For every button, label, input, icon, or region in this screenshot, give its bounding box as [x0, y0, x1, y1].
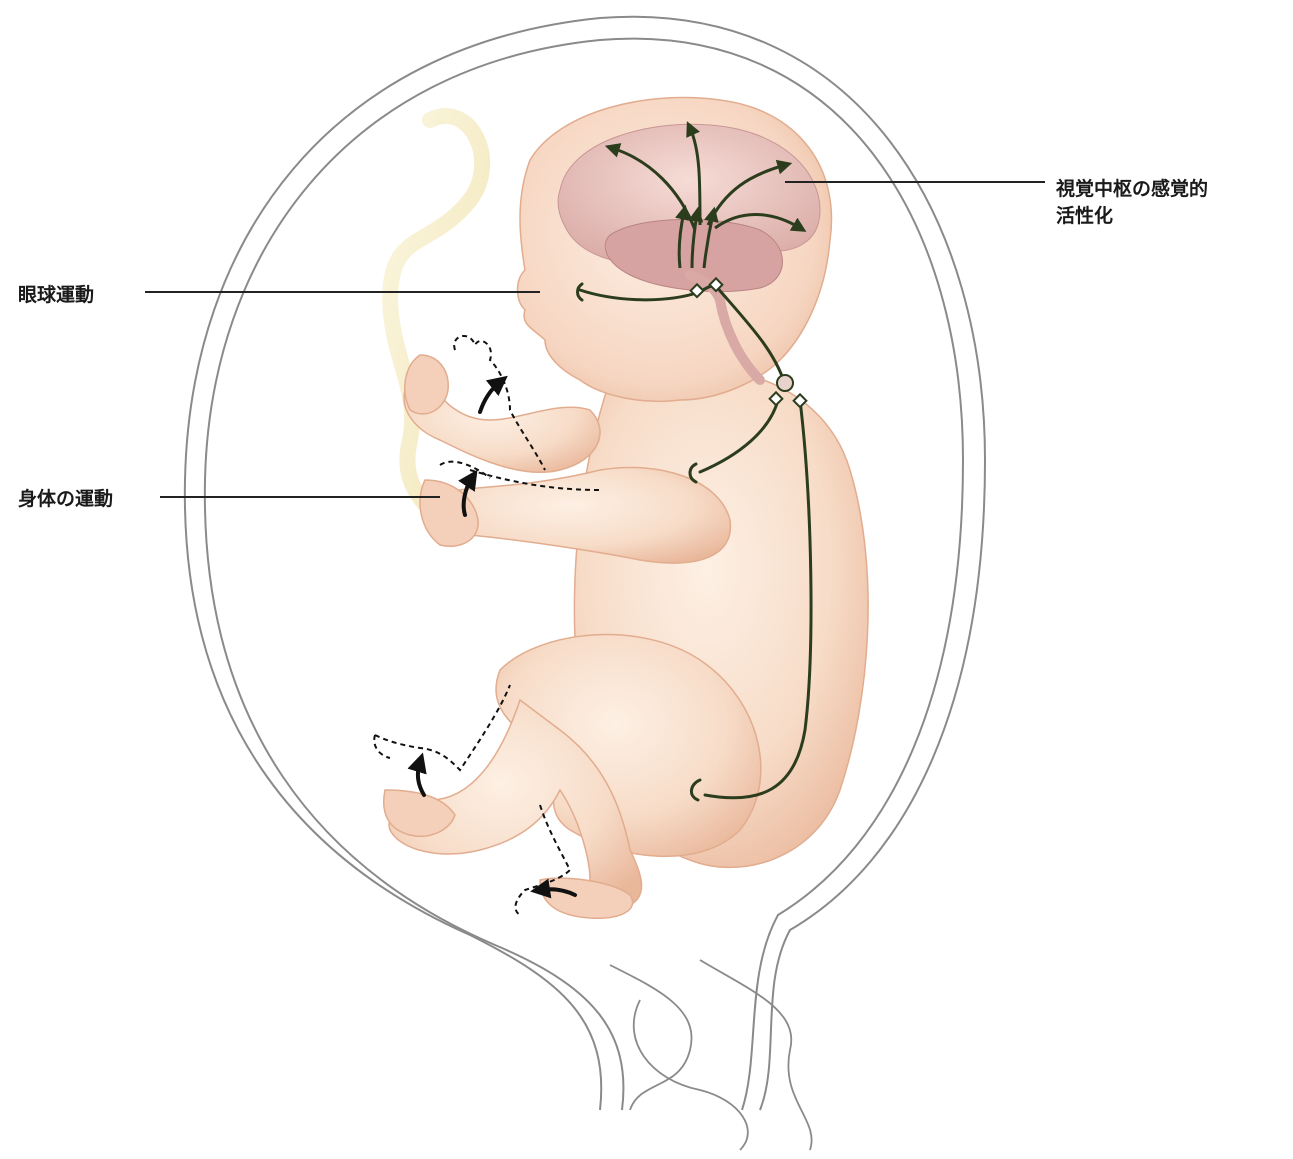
label-visual-center-line2: 活性化 — [1056, 203, 1208, 230]
umbilical-cord — [390, 116, 482, 520]
fetus-arm — [437, 467, 731, 563]
label-eye-movement: 眼球運動 — [18, 282, 94, 309]
synapse-marker — [777, 375, 793, 391]
label-visual-center: 視覚中枢の感覚的 活性化 — [1056, 176, 1208, 230]
cord-loops — [610, 960, 812, 1150]
fetus-hand-upper — [405, 355, 448, 414]
label-body-movement: 身体の運動 — [18, 486, 113, 513]
motion-arrow — [480, 382, 500, 412]
leg-ghost-front-tip — [374, 735, 390, 758]
hand-lower-ghost — [440, 462, 490, 478]
label-visual-center-line1: 視覚中枢の感覚的 — [1056, 176, 1208, 203]
motion-arrow — [418, 762, 424, 795]
leg-ghost-front — [375, 685, 510, 770]
